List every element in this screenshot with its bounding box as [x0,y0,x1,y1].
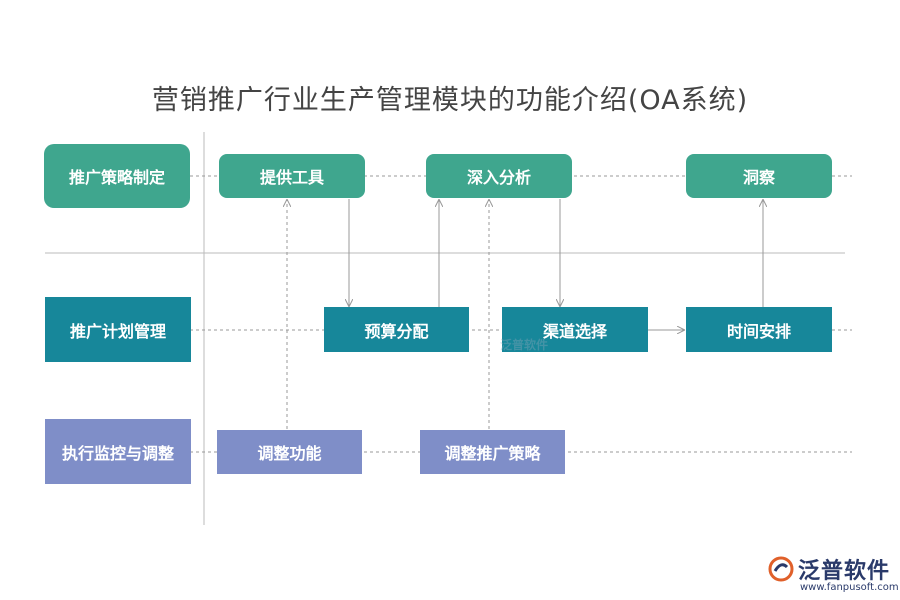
logo-icon [768,556,794,582]
lane-strategy: 推广策略制定 [44,144,190,208]
node-insight: 洞察 [686,154,832,198]
node-adjust-func: 调整功能 [217,430,362,474]
node-tools: 提供工具 [219,154,365,198]
lane-monitor: 执行监控与调整 [45,419,191,484]
logo-url: www.fanpusoft.com [800,582,899,593]
node-schedule: 时间安排 [686,307,832,352]
page-title: 营销推广行业生产管理模块的功能介绍(OA系统) [151,85,749,116]
watermark: 泛普软件 [500,338,549,352]
logo-name: 泛普软件 [798,559,891,584]
brand-logo: 泛普软件 [768,553,890,585]
node-adjust-strategy: 调整推广策略 [420,430,565,474]
node-analysis: 深入分析 [426,154,572,198]
node-budget: 预算分配 [324,307,469,352]
node-channel: 渠道选择 [502,307,648,352]
lane-plan: 推广计划管理 [45,297,191,362]
